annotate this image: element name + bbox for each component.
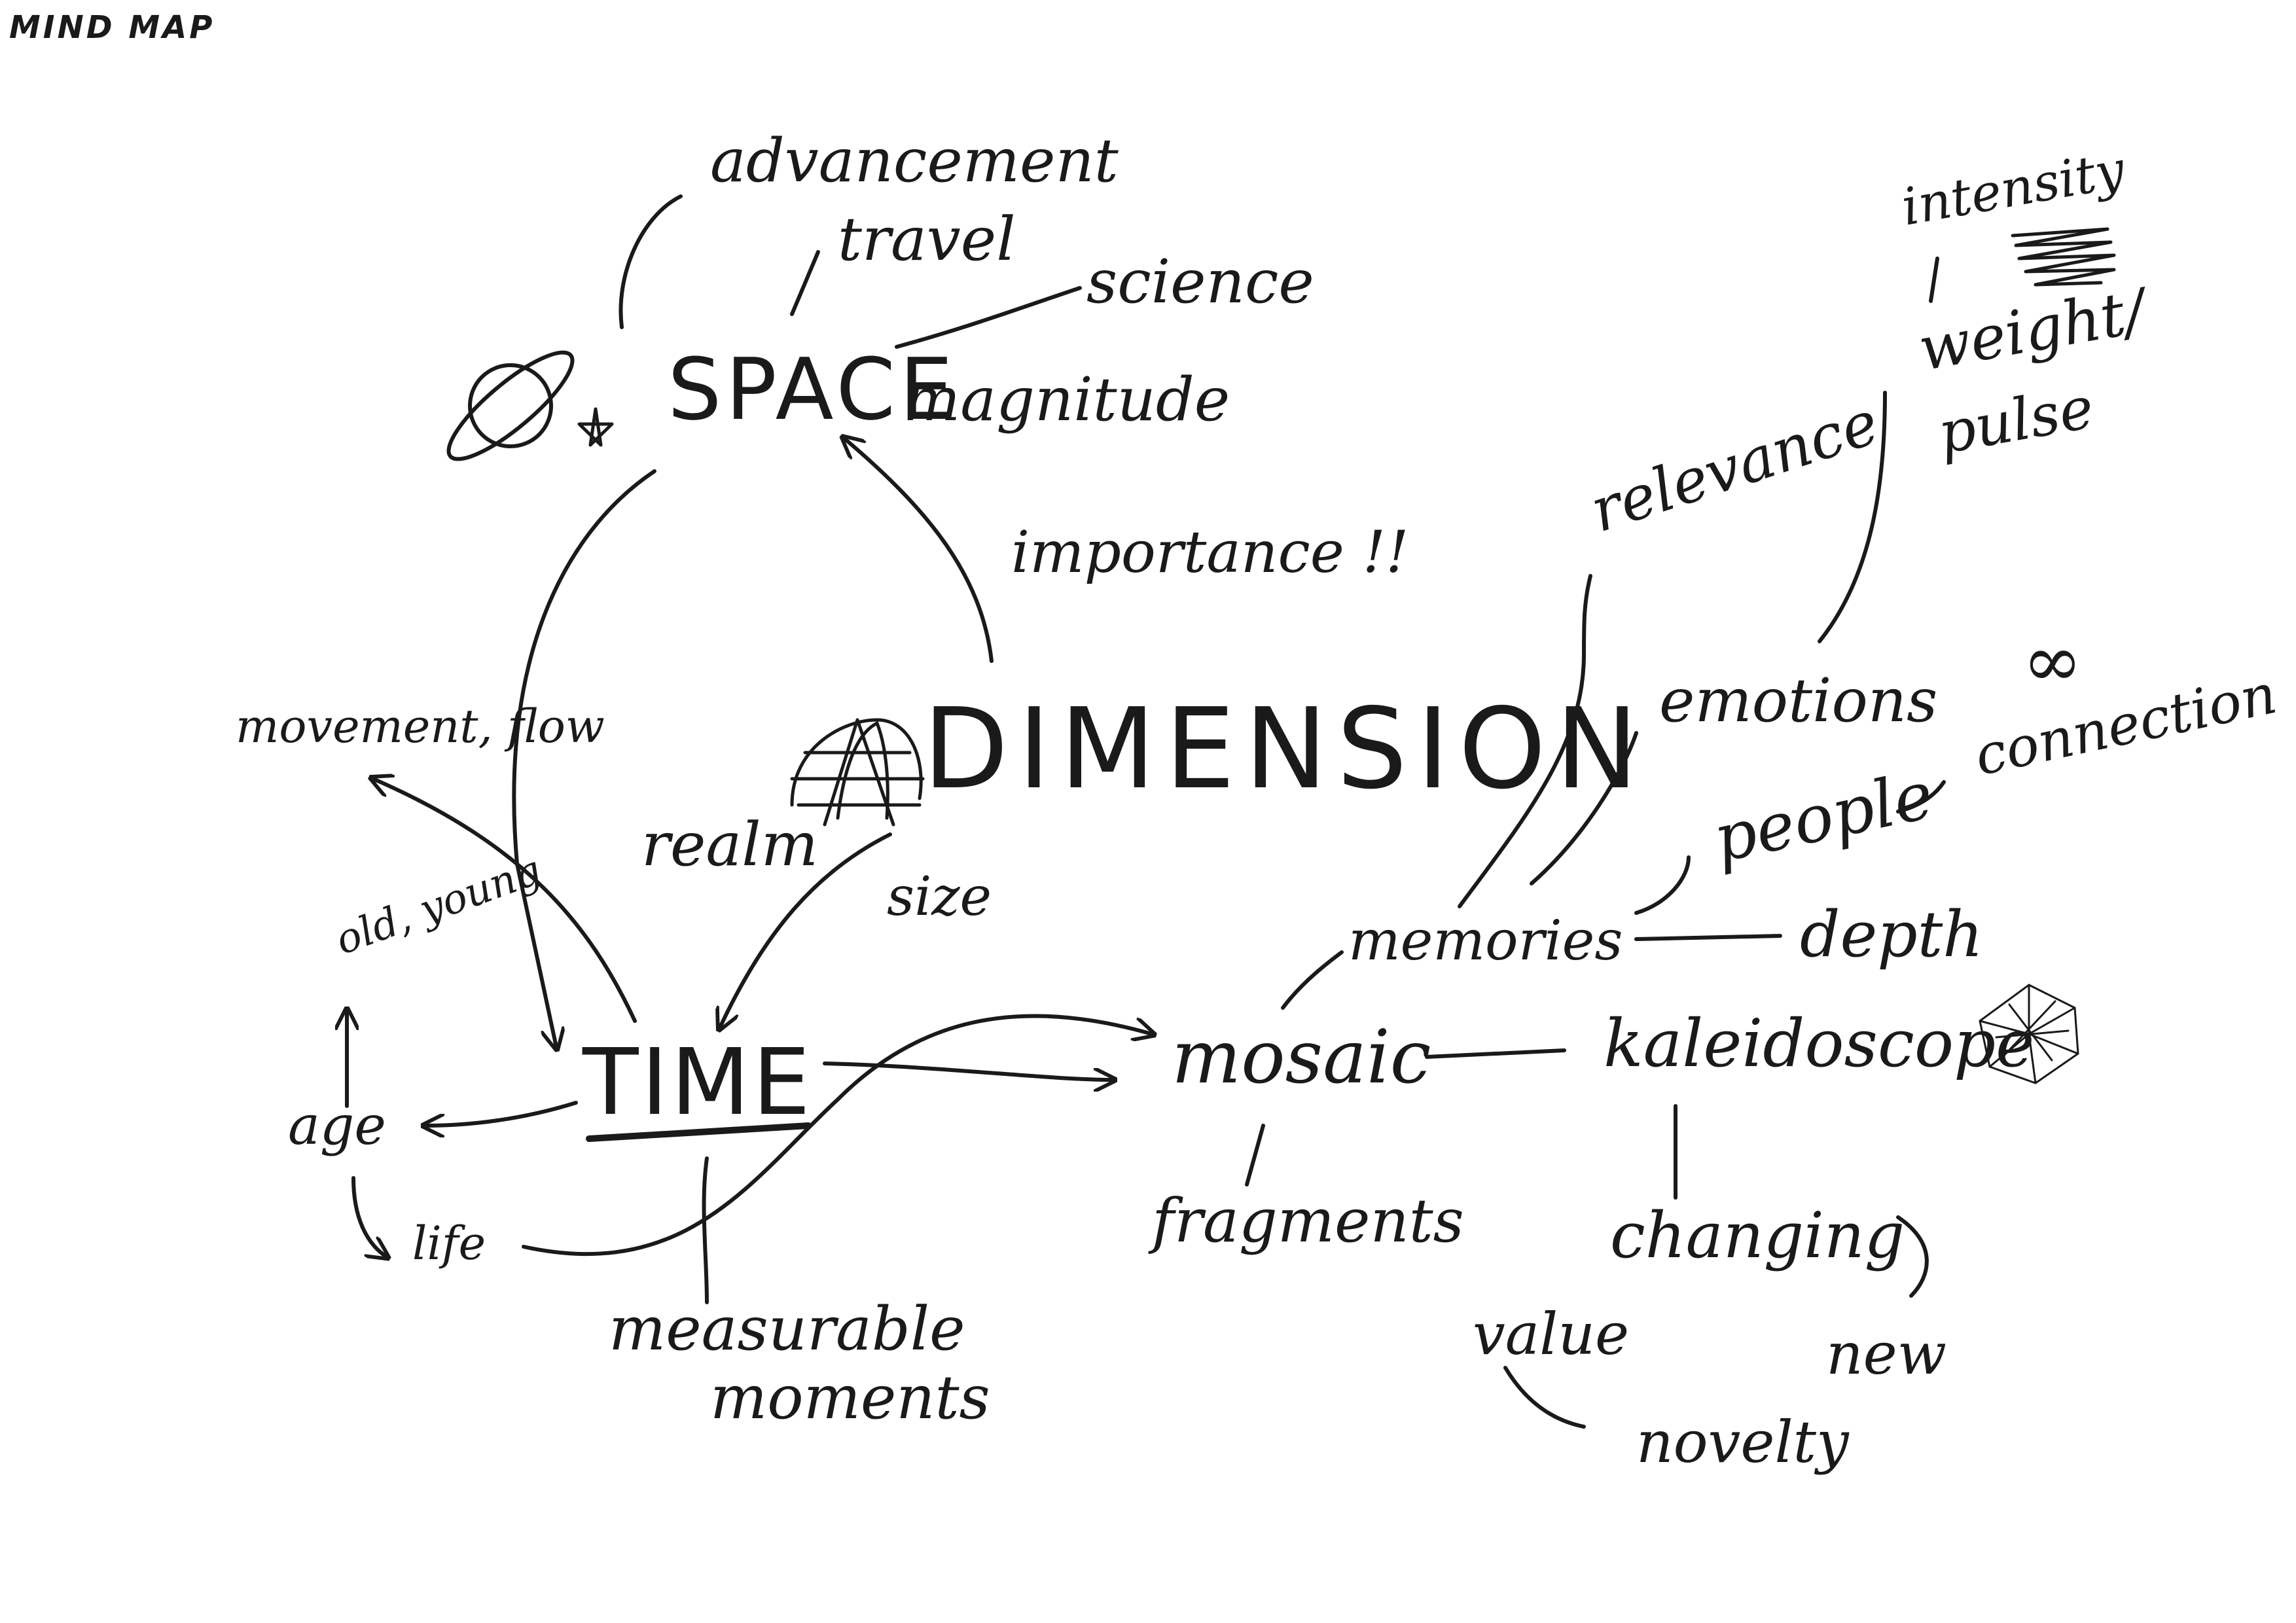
page-title: MIND MAP xyxy=(9,9,215,46)
node-magnitude: magnitude xyxy=(903,365,1230,435)
node-mosaic: mosaic xyxy=(1172,1015,1431,1100)
node-new: new xyxy=(1826,1320,1947,1387)
node-memories: memories xyxy=(1348,908,1623,972)
line-people-connection xyxy=(1896,780,1946,813)
node-travel: travel xyxy=(838,204,1016,274)
arrow-time-mosaic xyxy=(823,1061,1113,1080)
node-importance: importance !! xyxy=(1011,518,1409,586)
line-value-novelty xyxy=(1503,1366,1586,1429)
line-memories-emotions xyxy=(1530,731,1638,885)
line-weight-intensity xyxy=(1929,257,1939,303)
line-memories-depth xyxy=(1634,934,1782,941)
node-age: age xyxy=(288,1095,386,1157)
node-advancement: advancement xyxy=(710,126,1119,196)
node-fragments: fragments xyxy=(1152,1186,1464,1256)
line-space-science xyxy=(895,286,1082,349)
node-novelty: novelty xyxy=(1636,1408,1849,1476)
line-emotions-weight xyxy=(1818,391,1887,643)
node-life: life xyxy=(412,1217,486,1270)
kaleidoscope-icon xyxy=(1979,984,2079,1084)
bracket-changing-new xyxy=(1896,1215,1929,1298)
node-realm: realm xyxy=(641,810,818,880)
node-space: SPACE xyxy=(668,340,958,439)
star-icon xyxy=(577,407,614,447)
node-measurable: measurable xyxy=(609,1294,965,1364)
node-moments: moments xyxy=(710,1363,990,1433)
arrow-time-movement xyxy=(373,779,637,1023)
node-time: TIME xyxy=(583,1029,814,1136)
node-size: size xyxy=(887,866,992,928)
node-value: value xyxy=(1473,1300,1630,1368)
arrow-time-age xyxy=(425,1101,578,1126)
arrow-age-life xyxy=(351,1176,386,1257)
line-mosaic-fragments xyxy=(1245,1124,1265,1186)
line-memories-relevance xyxy=(1458,574,1592,908)
node-changing: changing xyxy=(1610,1199,1905,1272)
arrow-space-time xyxy=(512,469,656,1047)
globe-icon xyxy=(790,718,925,827)
arrow-dimension-space xyxy=(844,438,994,663)
node-emotions: emotions xyxy=(1659,666,1938,736)
curve-life-mosaic xyxy=(522,1014,1152,1256)
node-kaleidoscope: kaleidoscope xyxy=(1604,1005,2035,1082)
node-infinity: ∞ xyxy=(2022,619,2083,703)
planet-icon xyxy=(446,350,575,461)
node-movement-flow: movement, flow xyxy=(236,700,605,753)
line-space-travel xyxy=(790,250,820,316)
line-mosaic-kaleidoscope xyxy=(1425,1048,1566,1059)
scribble-icon xyxy=(2011,227,2116,287)
node-dimension: DIMENSION xyxy=(923,685,1648,814)
node-depth: depth xyxy=(1800,898,1984,971)
arrow-dimension-time xyxy=(720,832,892,1027)
node-science: science xyxy=(1086,247,1314,317)
line-memories-people xyxy=(1634,855,1691,915)
line-mosaic-memories xyxy=(1281,950,1344,1010)
time-underline xyxy=(586,1122,812,1142)
line-time-measurable xyxy=(702,1156,709,1304)
line-space-advancement xyxy=(619,194,683,329)
